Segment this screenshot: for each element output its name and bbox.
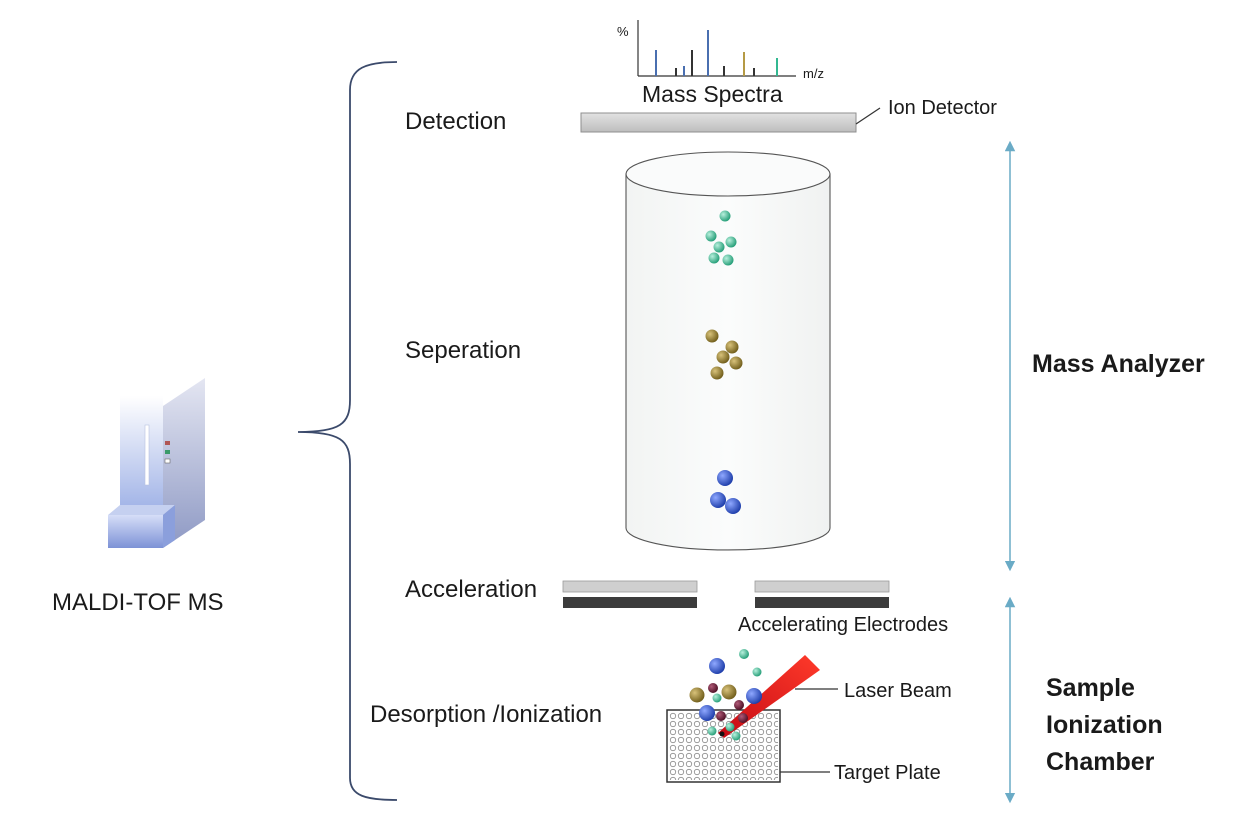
ion-detector-leader — [855, 107, 881, 125]
ion-detector — [580, 112, 857, 133]
stage-acceleration: Acceleration — [405, 576, 537, 603]
light-ion — [752, 667, 762, 677]
sample-chamber-label-line-2: Ionization — [1046, 711, 1163, 739]
medium-ion-cluster — [705, 329, 743, 380]
light-ion — [705, 230, 717, 242]
target-plate — [666, 709, 781, 783]
electrode-light-left — [562, 580, 698, 593]
mass-analyzer-label: Mass Analyzer — [1032, 350, 1205, 378]
electrode-light-right — [754, 580, 890, 593]
heavy-ion — [699, 705, 715, 721]
matrix-molecule — [716, 711, 726, 721]
heavy-ion-cluster — [710, 470, 741, 514]
spectrum-y-label: % — [617, 24, 629, 39]
laser-beam-label: Laser Beam — [844, 680, 952, 702]
electrode-dark-left — [563, 597, 697, 608]
instrument-icon — [108, 378, 205, 548]
light-ion — [739, 649, 749, 659]
stage-desorption: Desorption /Ionization — [370, 701, 602, 728]
heavy-ion — [725, 498, 741, 514]
medium-ion — [721, 684, 737, 700]
medium-ion — [705, 329, 719, 343]
matrix-molecule — [738, 713, 748, 723]
spectrum-title: Mass Spectra — [642, 81, 783, 107]
heavy-ion — [709, 658, 725, 674]
flight-tube — [625, 151, 831, 551]
medium-ion — [710, 366, 724, 380]
light-ion — [712, 693, 722, 703]
accelerating-electrodes — [562, 580, 890, 608]
light-ion — [725, 722, 735, 732]
instrument-name: MALDI-TOF MS — [52, 589, 224, 616]
accelerating-electrodes-label: Accelerating Electrodes — [738, 614, 948, 636]
matrix-molecule — [734, 700, 744, 710]
stage-separation: Seperation — [405, 337, 521, 364]
heavy-ion — [746, 688, 762, 704]
stage-detection: Detection — [405, 108, 506, 135]
target-plate-label: Target Plate — [834, 762, 941, 784]
light-ion — [722, 254, 734, 266]
medium-ion — [725, 340, 739, 354]
curly-brace — [297, 61, 398, 801]
light-ion-cluster — [705, 210, 737, 266]
light-ion — [719, 210, 731, 222]
heavy-ion — [710, 492, 726, 508]
light-ion — [725, 236, 737, 248]
electrode-dark-right — [755, 597, 889, 608]
heavy-ion — [717, 470, 733, 486]
sample-chamber-label-line-1: Sample — [1046, 674, 1135, 702]
light-ion — [707, 726, 717, 736]
spectrum-x-label: m/z — [803, 66, 824, 81]
light-ion — [713, 241, 725, 253]
matrix-molecule — [708, 683, 718, 693]
medium-ion — [716, 350, 730, 364]
ion-detector-label: Ion Detector — [888, 97, 997, 119]
light-ion — [708, 252, 720, 264]
matrix-molecule — [719, 731, 725, 737]
medium-ion — [689, 687, 705, 703]
medium-ion — [729, 356, 743, 370]
sample-chamber-label-line-3: Chamber — [1046, 748, 1155, 776]
mass-spectrum: % m/z Mass Spectra — [617, 20, 824, 107]
desorption-plume — [689, 649, 762, 741]
light-ion — [731, 731, 741, 741]
